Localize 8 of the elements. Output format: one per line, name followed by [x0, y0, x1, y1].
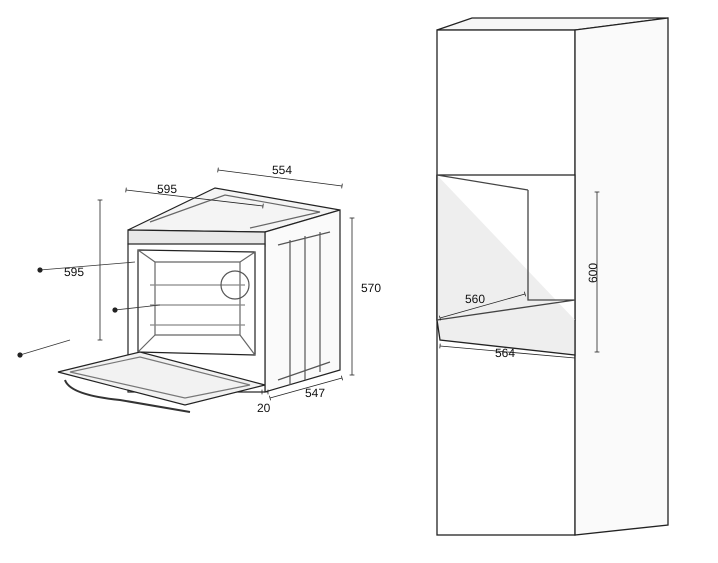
dimension-label: 554 — [272, 163, 292, 177]
dimension-label: 595 — [157, 182, 178, 196]
dimension-label: 20 — [257, 401, 270, 415]
dimension-label: 547 — [305, 386, 326, 400]
dimension-label: 600 — [586, 262, 600, 284]
dimension-label: 595 — [64, 265, 84, 279]
dimension-label: 560 — [465, 292, 486, 306]
dimension-label: 570 — [361, 281, 382, 295]
